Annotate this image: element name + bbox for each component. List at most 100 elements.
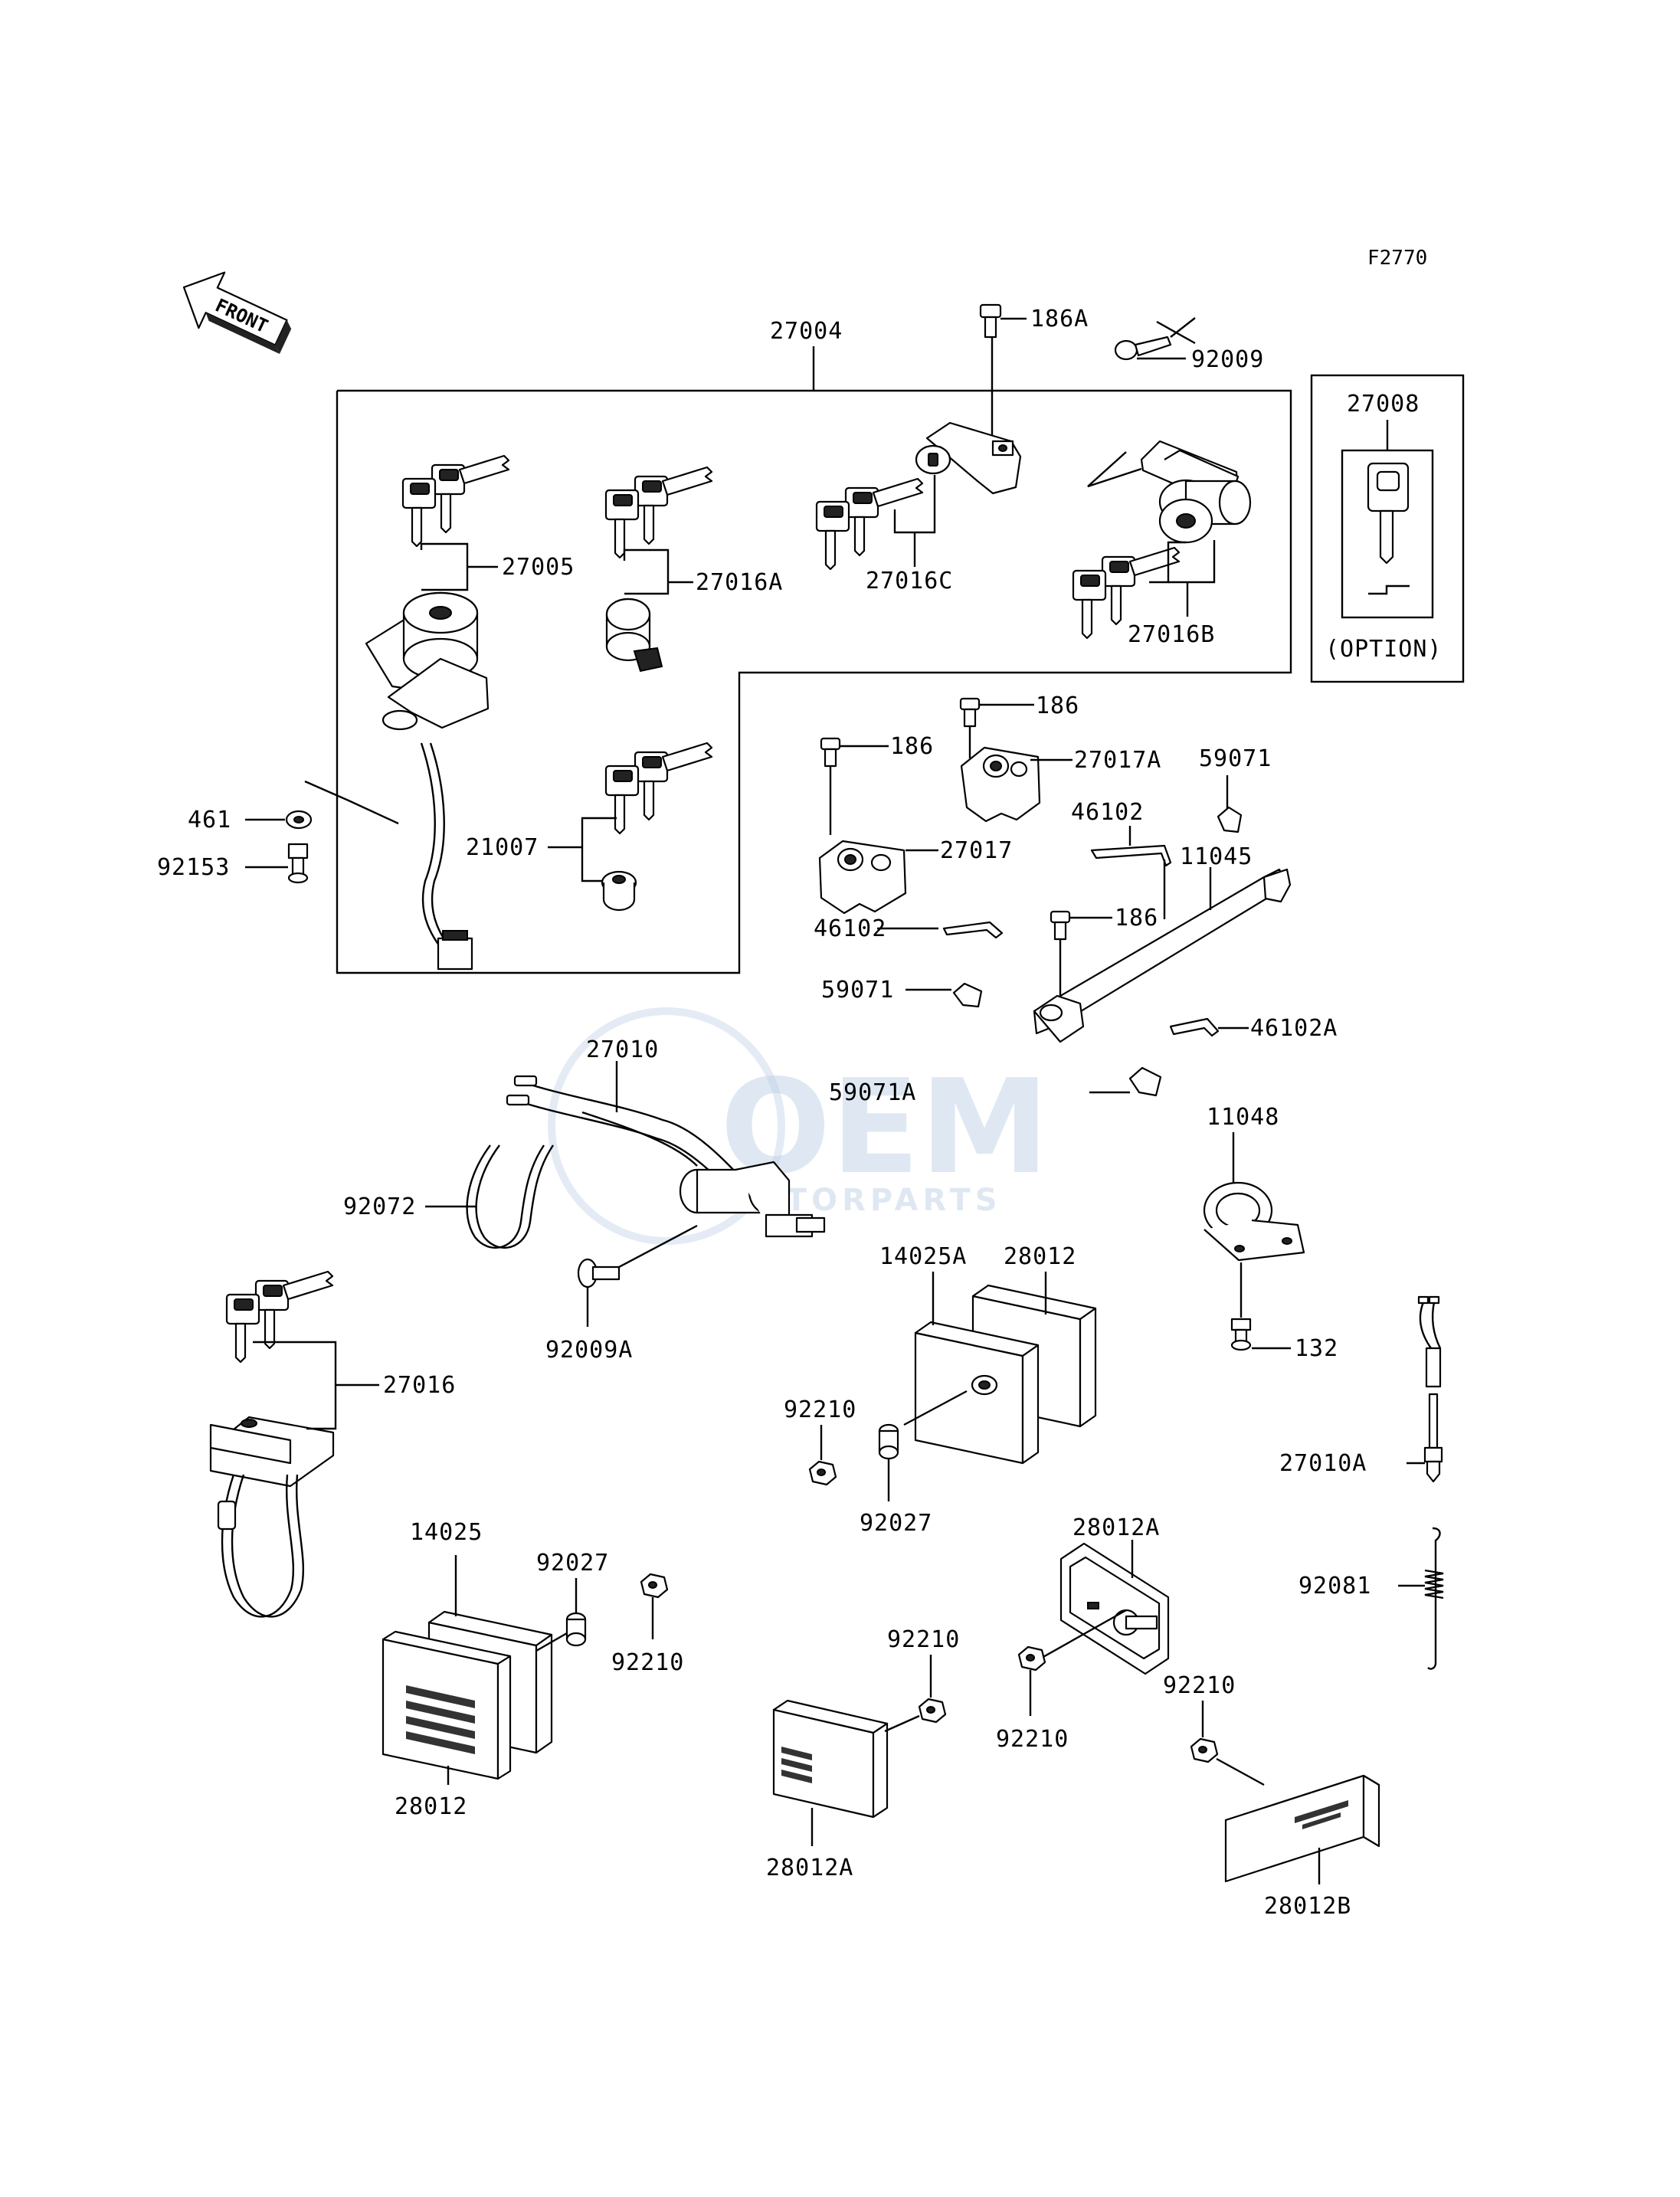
nut-92210-a bbox=[808, 1425, 837, 1486]
label-27004: 27004 bbox=[770, 318, 843, 345]
pin-46102-upper bbox=[1090, 826, 1172, 867]
ignition-keys-27005 bbox=[403, 456, 509, 546]
nut-92210-e bbox=[1190, 1701, 1265, 1786]
front-direction-arrow: FRONT bbox=[182, 271, 292, 354]
label-59071-upper: 59071 bbox=[1199, 745, 1272, 772]
clip-59071-upper bbox=[1217, 775, 1243, 833]
switch-27010A bbox=[1407, 1295, 1443, 1483]
label-92210-b: 92210 bbox=[611, 1649, 684, 1676]
label-27016: 27016 bbox=[383, 1372, 456, 1399]
screw-92009 bbox=[1114, 317, 1196, 361]
label-46102-upper: 46102 bbox=[1071, 799, 1144, 826]
nut-92210-d bbox=[918, 1655, 947, 1724]
label-27008: 27008 bbox=[1347, 391, 1420, 417]
label-27010: 27010 bbox=[586, 1036, 659, 1063]
label-92009A: 92009A bbox=[545, 1337, 633, 1364]
nut-92210-c bbox=[1017, 1645, 1046, 1716]
bolt-92153 bbox=[245, 843, 309, 884]
label-27017: 27017 bbox=[940, 837, 1013, 864]
label-46102-lower: 46102 bbox=[814, 915, 886, 942]
label-11048: 11048 bbox=[1207, 1104, 1279, 1131]
label-92081: 92081 bbox=[1298, 1573, 1371, 1599]
helmet-lock-keys-27016C bbox=[817, 479, 922, 569]
band-92072 bbox=[425, 1144, 554, 1249]
label-21007: 21007 bbox=[466, 834, 539, 861]
bracket-11048 bbox=[1203, 1132, 1305, 1318]
label-92153: 92153 bbox=[157, 854, 230, 881]
nut-92210-b bbox=[640, 1573, 669, 1639]
lock-cylinder-27016A bbox=[605, 598, 663, 673]
holder-27017 bbox=[818, 840, 938, 915]
label-28012A-lower: 28012A bbox=[766, 1855, 853, 1881]
keys-27016 bbox=[227, 1272, 332, 1362]
pin-46102-lower bbox=[877, 921, 1004, 939]
label-92072: 92072 bbox=[343, 1193, 416, 1220]
reflector-28012A-upper bbox=[1041, 1540, 1170, 1675]
label-132: 132 bbox=[1295, 1335, 1338, 1362]
bolt-186-lower bbox=[1050, 910, 1112, 996]
label-59071-lower: 59071 bbox=[821, 977, 894, 1004]
seat-lock-keys-27016A bbox=[606, 467, 712, 558]
reflector-28012A-lower bbox=[772, 1699, 920, 1846]
label-92027-a: 92027 bbox=[860, 1510, 932, 1537]
screw-92009A bbox=[577, 1224, 698, 1327]
label-46102A: 46102A bbox=[1250, 1015, 1338, 1042]
reflector-pattern-b bbox=[1295, 1800, 1348, 1829]
bolt-186-left bbox=[820, 737, 889, 835]
label-11045: 11045 bbox=[1180, 843, 1253, 870]
spring-92081 bbox=[1398, 1527, 1444, 1670]
bolt-132 bbox=[1230, 1318, 1291, 1351]
label-92210-d: 92210 bbox=[887, 1626, 960, 1653]
spacer-92027-b bbox=[535, 1578, 587, 1652]
label-27017A: 27017A bbox=[1074, 747, 1161, 774]
holder-27017A bbox=[960, 746, 1073, 823]
label-27016B: 27016B bbox=[1128, 621, 1215, 648]
cable-lock-27016 bbox=[209, 1416, 335, 1618]
label-28012A-upper: 28012A bbox=[1073, 1514, 1160, 1541]
bolt-186A bbox=[979, 303, 1027, 443]
washer-461 bbox=[245, 780, 399, 830]
reflector-pattern bbox=[406, 1685, 475, 1754]
label-27016C: 27016C bbox=[866, 568, 953, 594]
label-28012B: 28012B bbox=[1264, 1893, 1351, 1920]
clip-59071A bbox=[1089, 1066, 1162, 1097]
spacer-92027-a bbox=[878, 1423, 899, 1501]
switch-27010 bbox=[506, 1061, 826, 1238]
option-caption: (OPTION) bbox=[1325, 636, 1443, 663]
helmet-lock-27016C bbox=[915, 421, 1022, 495]
lock-27016B bbox=[1087, 440, 1252, 544]
label-92210-a: 92210 bbox=[784, 1396, 856, 1423]
label-27005: 27005 bbox=[502, 554, 575, 581]
label-59071A: 59071A bbox=[829, 1079, 916, 1106]
clip-59071-lower bbox=[905, 982, 983, 1008]
pin-46102A bbox=[1169, 1017, 1249, 1037]
label-186A: 186A bbox=[1030, 306, 1089, 332]
reflector-28012B bbox=[1224, 1774, 1380, 1884]
figure-code: F2770 bbox=[1367, 247, 1427, 270]
bolt-186-upper bbox=[959, 697, 1034, 758]
reflector-28012-lower bbox=[382, 1630, 512, 1785]
label-186-left: 186 bbox=[890, 733, 934, 760]
lock-cap-21007 bbox=[601, 870, 637, 912]
label-92009: 92009 bbox=[1191, 346, 1264, 373]
label-28012-upper: 28012 bbox=[1004, 1243, 1076, 1270]
ignition-switch bbox=[365, 591, 490, 971]
kit-27004-outline bbox=[336, 346, 1292, 974]
label-92210-c: 92210 bbox=[996, 1726, 1069, 1753]
option-box-27008 bbox=[1310, 374, 1465, 683]
label-92210-e: 92210 bbox=[1163, 1672, 1236, 1699]
label-14025: 14025 bbox=[410, 1519, 483, 1546]
label-461: 461 bbox=[188, 807, 231, 833]
reflector-14025A bbox=[903, 1272, 1040, 1465]
bracket-11045 bbox=[1033, 859, 1292, 1043]
reflector-pattern-a bbox=[781, 1747, 812, 1783]
label-186-lower: 186 bbox=[1115, 905, 1158, 932]
label-28012-lower: 28012 bbox=[395, 1793, 467, 1820]
label-27016A: 27016A bbox=[696, 569, 783, 596]
label-92027-b: 92027 bbox=[536, 1550, 609, 1577]
label-186-upper: 186 bbox=[1036, 692, 1079, 719]
keys-21007 bbox=[606, 743, 712, 833]
label-14025A: 14025A bbox=[879, 1243, 967, 1270]
label-27010A: 27010A bbox=[1279, 1450, 1367, 1477]
